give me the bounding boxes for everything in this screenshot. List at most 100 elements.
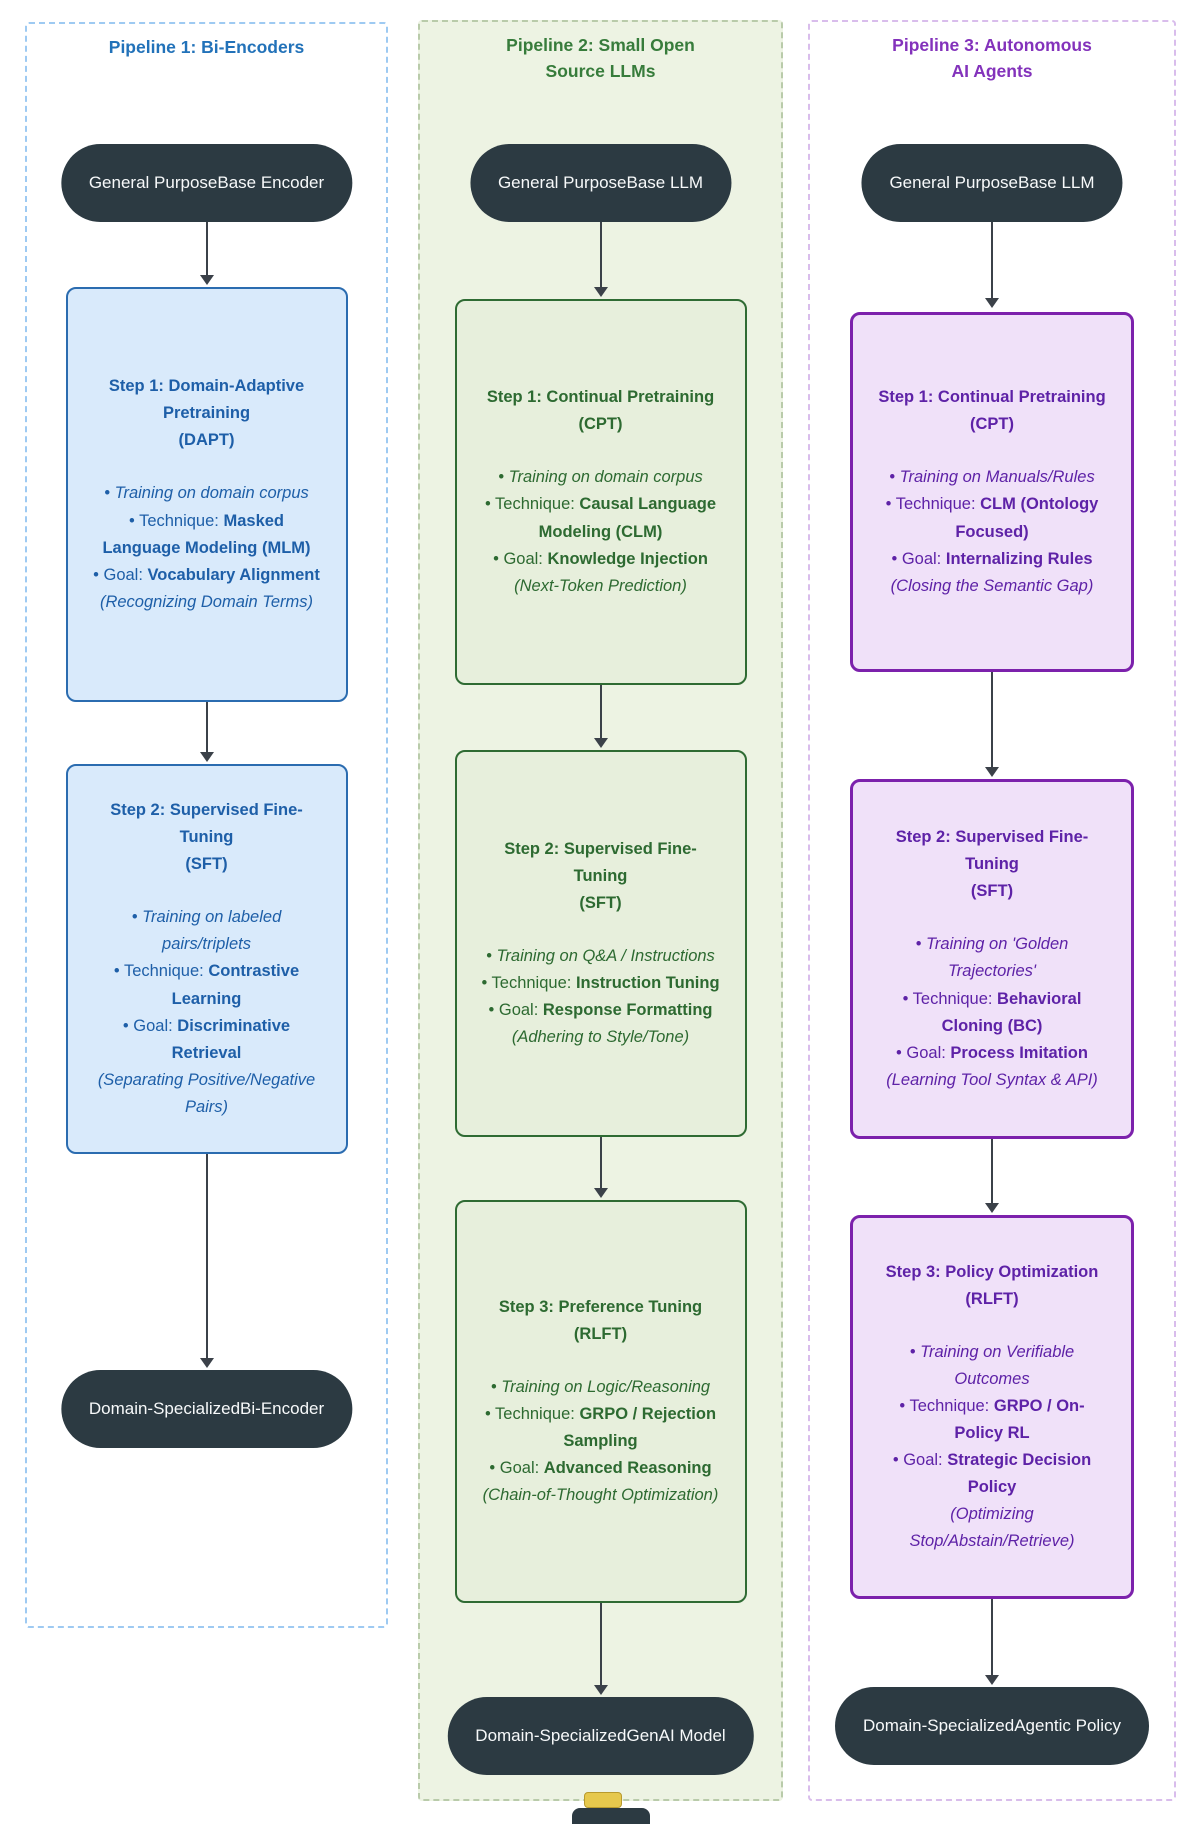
step-title: Step 1: Continual Pretraining(CPT) [486, 388, 715, 434]
arrow-line [205, 1154, 208, 1360]
arrow-line [991, 1139, 993, 1205]
flow-arrow [199, 702, 214, 762]
arrow-line [599, 685, 602, 740]
step-title: Step 2: Supervised Fine-Tuning(SFT) [895, 828, 1089, 901]
step-title: Step 2: Supervised Fine-Tuning(SFT) [504, 839, 697, 912]
detail-line: • Training on Q&A / Instructions [486, 946, 715, 965]
detail-line: (Learning Tool Syntax & API) [886, 1070, 1098, 1089]
flow-arrow [985, 222, 999, 308]
step-box-p2-2: Step 2: Supervised Fine-Tuning(SFT) • Tra… [454, 750, 747, 1137]
flow-arrow [985, 1599, 999, 1685]
detail-line: • Training on Logic/Reasoning [490, 1377, 711, 1396]
detail-line: • Technique: Contrastive Learning [113, 962, 300, 1008]
step-box-p2-3: Step 3: Preference Tuning(RLFT) • Trainin… [454, 1200, 747, 1603]
arrow-head-icon [985, 767, 999, 777]
detail-line: (Next-Token Prediction) [514, 576, 687, 595]
step-box-p1-2: Step 2: Supervised Fine-Tuning(SFT) • Tra… [65, 764, 348, 1154]
arrow-line [991, 672, 993, 769]
step-details: • Training on Q&A / Instructions • Techni… [481, 943, 721, 1051]
detail-line: • Technique: Instruction Tuning [481, 974, 720, 993]
detail-line: (Adhering to Style/Tone) [511, 1028, 690, 1047]
arrow-head-icon [593, 1188, 608, 1198]
detail-line: (Recognizing Domain Terms) [99, 592, 314, 611]
detail-line: • Technique: Masked Language Modeling (M… [102, 511, 311, 557]
arrow-head-icon [199, 275, 214, 285]
detail-line: • Training on domain corpus [498, 468, 703, 487]
arrow-line [205, 222, 208, 277]
arrow-head-icon [199, 1358, 214, 1368]
step-box-p3-1: Step 1: Continual Pretraining(CPT) • Trai… [850, 312, 1134, 672]
arrow-line [991, 1599, 993, 1677]
detail-line: (Closing the Semantic Gap) [890, 576, 1094, 595]
step-details: • Training on domain corpus • Technique: … [481, 464, 721, 599]
step-title: Step 1: Continual Pretraining(CPT) [878, 388, 1106, 434]
detail-line: • Technique: Causal Language Modeling (C… [484, 495, 717, 541]
detail-line: (Optimizing Stop/Abstain/Retrieve) [909, 1505, 1075, 1551]
detail-line: • Goal: Knowledge Injection [493, 549, 708, 568]
arrow-head-icon [199, 752, 214, 762]
arrow-line [599, 222, 602, 289]
arrow-head-icon [593, 1685, 608, 1695]
arrow-head-icon [985, 1675, 999, 1685]
step-box-p2-1: Step 1: Continual Pretraining(CPT) • Trai… [454, 299, 747, 685]
flow-arrow [199, 222, 214, 285]
step-title: Step 2: Supervised Fine-Tuning(SFT) [110, 801, 303, 874]
step-title: Step 1: Domain-Adaptive Pretraining(DAPT… [108, 377, 305, 450]
step-details: • Training on labeled pairs/triplets • Te… [92, 904, 322, 1120]
detail-line: • Training on labeled pairs/triplets [131, 908, 282, 954]
flow-arrow [593, 222, 608, 297]
flow-arrow [593, 1603, 608, 1695]
detail-line: • Training on Manuals/Rules [889, 468, 1095, 487]
step-title: Step 3: Policy Optimization(RLFT) [885, 1262, 1099, 1308]
flow-arrow [985, 1139, 999, 1213]
step-details: • Training on 'Golden Trajectories'• Tec… [877, 931, 1107, 1093]
arrow-line [599, 1137, 602, 1190]
arrow-head-icon [593, 738, 608, 748]
cutoff-partial-element-bottom [572, 1808, 650, 1824]
step-box-p3-2: Step 2: Supervised Fine-Tuning(SFT) • Tra… [850, 779, 1134, 1139]
detail-line: • Training on domain corpus [104, 484, 309, 503]
flow-arrow [985, 672, 999, 777]
detail-line: • Goal: Discriminative Retrieval [122, 1016, 291, 1062]
detail-line: • Goal: Strategic Decision Policy [892, 1451, 1092, 1497]
arrow-line [599, 1603, 602, 1687]
step-details: • Training on Manuals/Rules • Technique: … [877, 464, 1107, 599]
arrow-head-icon [985, 298, 999, 308]
detail-line: • Goal: Response Formatting [488, 1001, 713, 1020]
arrow-line [205, 702, 208, 754]
step-details: • Training on Logic/Reasoning • Technique… [481, 1374, 721, 1509]
detail-line: • Goal: Advanced Reasoning [489, 1459, 712, 1478]
detail-line: • Goal: Internalizing Rules [891, 549, 1093, 568]
flow-arrow [593, 685, 608, 748]
detail-line: (Separating Positive/Negative Pairs) [97, 1070, 316, 1116]
flow-arrow [199, 1154, 214, 1368]
detail-line: (Chain-of-Thought Optimization) [482, 1486, 719, 1505]
step-box-p3-3: Step 3: Policy Optimization(RLFT) • Train… [850, 1215, 1134, 1599]
pipeline-1-title: Pipeline 1: Bi-Encoders [108, 37, 305, 57]
detail-line: • Technique: GRPO / Rejection Sampling [484, 1404, 717, 1451]
detail-line: • Goal: Process Imitation [896, 1043, 1088, 1062]
step-details: • Training on Verifiable Outcomes • Techn… [877, 1339, 1107, 1555]
detail-line: • Technique: CLM (Ontology Focused) [885, 495, 1099, 541]
step-box-p1-1: Step 1: Domain-Adaptive Pretraining(DAPT… [65, 287, 348, 702]
step-details: • Training on domain corpus • Technique: … [92, 480, 322, 615]
step-title: Step 3: Preference Tuning(RLFT) [498, 1297, 703, 1343]
cutoff-partial-element-top [584, 1792, 622, 1808]
arrow-head-icon [593, 287, 608, 297]
detail-line: • Goal: Vocabulary Alignment [93, 565, 320, 584]
detail-line: • Technique: Behavioral Cloning (BC) [902, 989, 1082, 1035]
detail-line: • Training on Verifiable Outcomes [909, 1342, 1075, 1388]
detail-line: • Technique: GRPO / On-Policy RL [899, 1396, 1085, 1442]
